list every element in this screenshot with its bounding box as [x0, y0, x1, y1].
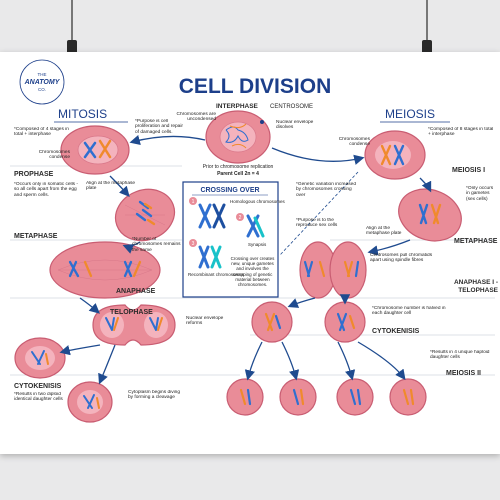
meiosis-note-variation: *Genetic variation increased by chromoso…	[296, 182, 356, 198]
haploid-cell-4	[389, 378, 427, 416]
binder-clip-left	[66, 0, 78, 54]
logo-bottom: CO.	[38, 87, 46, 92]
binder-clip-right	[421, 0, 433, 54]
meiosis-1-label: MEIOSIS I	[452, 167, 485, 174]
crossing-over-box: CROSSING OVER 1 2 3 Homologous chromosom…	[182, 181, 286, 298]
recombinant-label: Recombinant chromosomes	[188, 272, 245, 277]
mitosis-metaphase-label: METAPHASE	[14, 233, 58, 240]
step-1: 1	[192, 199, 195, 205]
interphase-prior: Prior to chromosome replication	[203, 164, 274, 170]
interphase-cell	[205, 110, 271, 164]
mitosis-anaphase-label: ANAPHASE	[116, 288, 156, 295]
logo-main: ANATOMY	[24, 79, 61, 86]
crossing-over-pointer	[279, 171, 359, 256]
centrosome-label: CENTROSOME	[270, 104, 313, 110]
mitosis-prophase-cell	[60, 125, 130, 175]
meiosis-anaphase-cell	[299, 241, 367, 299]
mitosis-note-stages: *Composed of 4 stages in total + interph…	[14, 127, 69, 138]
haploid-cell-2	[279, 378, 317, 416]
meiosis-daughter-cell-a	[251, 301, 293, 343]
haploid-cell-3	[336, 378, 374, 416]
anatomy-logo: THE ANATOMY CO.	[19, 59, 65, 105]
mitosis-anaphase-cell	[49, 241, 161, 299]
meiosis-note-purpose: *Purpose is to the reproduce sex cells	[296, 218, 338, 229]
interphase-uncondensed: Chromosomes are uncondensed	[176, 112, 216, 123]
meiosis-cytokenisis-label: CYTOKENISIS	[372, 328, 420, 335]
step-2: 2	[239, 215, 242, 221]
meiosis-daughter-cell-b	[324, 301, 366, 343]
mitosis-telophase-label: TELOPHASE	[110, 309, 153, 316]
meiosis-prophase-cell	[364, 130, 426, 180]
meiosis-anaphase-telophase-label: ANAPHASE I - TELOPHASE	[453, 279, 498, 294]
interphase-envelope-dissolves: Nuclear envelope disolves	[276, 120, 314, 131]
mitosis-cytoplasm: Cytoplasm begins diving by forming a cle…	[128, 390, 180, 401]
flow-arrows	[59, 134, 432, 385]
mitosis-daughter-cell-2	[67, 381, 113, 423]
mitosis-note-results: *Results in two diploid identical daught…	[14, 392, 63, 403]
logo-ring	[19, 59, 65, 105]
mitosis-telophase-cell	[92, 304, 176, 346]
crossing-over-title: CROSSING OVER	[200, 187, 259, 194]
mitosis-chromosomes-condense: Chromosomes condense	[38, 150, 70, 161]
mitosis-heading: MITOSIS	[58, 107, 107, 121]
meiosis-heading: MEIOSIS	[385, 107, 435, 121]
poster-title: CELL DIVISION	[179, 75, 331, 98]
meiosis-metaphase-label: METAPHASE	[454, 238, 498, 245]
synapsis-label: Synapsis	[248, 242, 267, 247]
mitosis-metaphase-cell	[114, 188, 176, 242]
mitosis-align: Align at the metaphase plate	[86, 181, 136, 192]
mitosis-note-purpose: *Purpose is cell proliferation and repai…	[135, 119, 183, 135]
logo-top: THE	[38, 72, 47, 77]
mitosis-daughter-cell-1	[14, 337, 66, 379]
meiosis-note-halved: *Chromosome number is halved in each dau…	[372, 306, 446, 317]
mitosis-cytokenisis-label: CYTOKENISIS	[14, 383, 62, 390]
meiosis-metaphase-cell	[398, 188, 462, 242]
meiosis-chromosomes-condense: Chromosomes condense	[338, 137, 370, 148]
haploid-cell-1	[226, 378, 264, 416]
meiosis-note-stages: *Composed of 8 stages in total + interph…	[428, 127, 494, 138]
meiosis-centrosomes-pull: Centrosomes pull chromatids apart using …	[370, 253, 433, 264]
mitosis-note-number: *Number of chromosomes remains the same	[132, 237, 181, 253]
meiosis-align: Align at the metaphase plate	[366, 226, 402, 237]
mitosis-note-occurs: *Occurs only in somatic cells - so all c…	[14, 182, 78, 198]
interphase-label: INTERPHASE	[216, 103, 259, 110]
meiosis-note-gametes: *Only occurs in gametes (sex cells)	[466, 186, 494, 202]
crossing-over-note: Crossing over creates new, unique gamete…	[230, 256, 275, 288]
step-3: 3	[192, 241, 195, 247]
homologous-label-1: Homologous chromosomes	[230, 199, 286, 204]
mitosis-envelope-reforms: Nuclear envelope reforms	[186, 316, 224, 327]
labels: *Composed of 4 stages in total + interph…	[14, 103, 498, 403]
meiosis-note-results: *Results in 4 unique haploid daughter ce…	[430, 350, 490, 361]
mitosis-prophase-label: PROPHASE	[14, 171, 54, 178]
interphase-parent: Parent Cell 2n = 4	[217, 171, 259, 177]
meiosis-2-label: MEIOSIS II	[446, 370, 481, 377]
